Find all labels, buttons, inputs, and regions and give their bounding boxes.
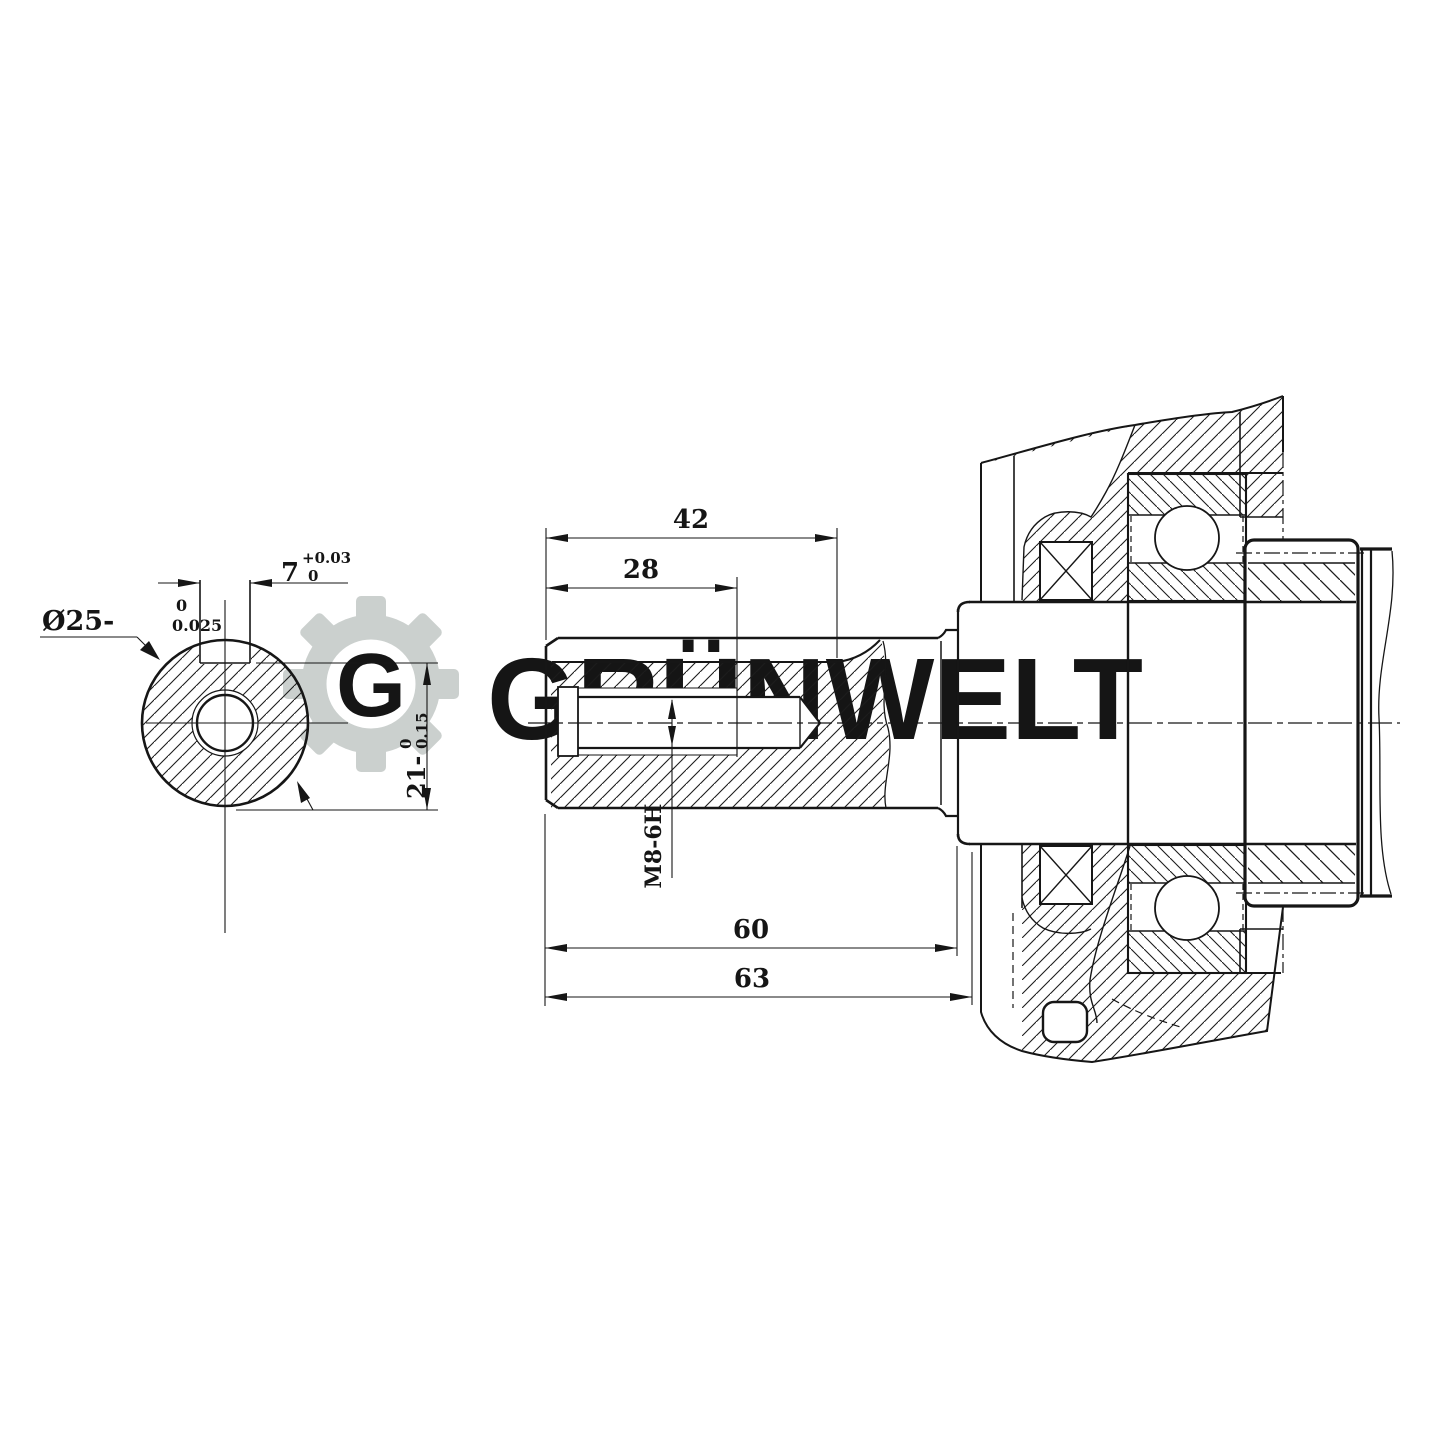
casting-face-upper: [1014, 425, 1135, 602]
svg-text:0: 0: [308, 567, 318, 585]
svg-text:28: 28: [623, 555, 659, 585]
svg-text:42: 42: [673, 505, 709, 535]
keyway-runout: [836, 639, 881, 663]
svg-text:Ø25-: Ø25-: [42, 606, 114, 637]
seal-pocket-lower: [1021, 897, 1092, 935]
svg-text:+0.03: +0.03: [302, 549, 351, 567]
watermark-monogram: G: [336, 636, 406, 736]
svg-text:0.025: 0.025: [172, 616, 222, 635]
dim-thread-depth: 28: [546, 555, 738, 757]
gear-icon: G: [283, 596, 459, 772]
shaft-section-break: [882, 640, 891, 809]
dim-keyway-depth: 21- 0 0.15: [236, 662, 438, 811]
svg-text:21-: 21-: [402, 756, 431, 799]
dim-thread-spec: M8-6H: [641, 699, 676, 888]
ball-bearing-upper: [1126, 472, 1248, 603]
svg-text:63: 63: [734, 964, 770, 994]
flange-face-lower: [981, 845, 1022, 1051]
thread-entry: [558, 687, 578, 756]
dim-shoulder-length: 60: [544, 814, 958, 1006]
svg-text:M8-6H: M8-6H: [641, 804, 667, 889]
centerline-axis: [528, 452, 1400, 973]
end-view-centerlines: [146, 600, 348, 933]
casting-break-upper: [1021, 424, 1136, 601]
svg-text:60: 60: [733, 915, 769, 945]
dim-shaft-diameter: Ø25- 0 0.025: [40, 596, 222, 660]
casting-break-lower: [1089, 845, 1131, 1024]
dim-overall-length: 63: [545, 852, 973, 1005]
svg-text:0: 0: [397, 739, 415, 749]
side-view: [551, 640, 890, 808]
ball-bearing-lower: [1126, 843, 1248, 975]
oil-passage-hole: [1041, 1000, 1089, 1044]
oil-seal-upper: [1039, 541, 1093, 601]
dim-keyway-width: 7 +0.03 0: [158, 549, 351, 588]
svg-text:0: 0: [176, 596, 187, 615]
dim-keyway-length: 42: [545, 505, 838, 658]
end-view: [140, 580, 348, 933]
bearing-ball-lower: [1154, 875, 1220, 941]
break-line: [1378, 550, 1394, 895]
flange-face-upper: [981, 456, 1014, 602]
oil-seal-lower: [1039, 845, 1093, 905]
crankcase-outline: [980, 395, 1284, 1064]
svg-text:7: 7: [281, 558, 299, 588]
bearing-ball-upper: [1154, 505, 1220, 571]
svg-text:0.15: 0.15: [413, 712, 431, 749]
